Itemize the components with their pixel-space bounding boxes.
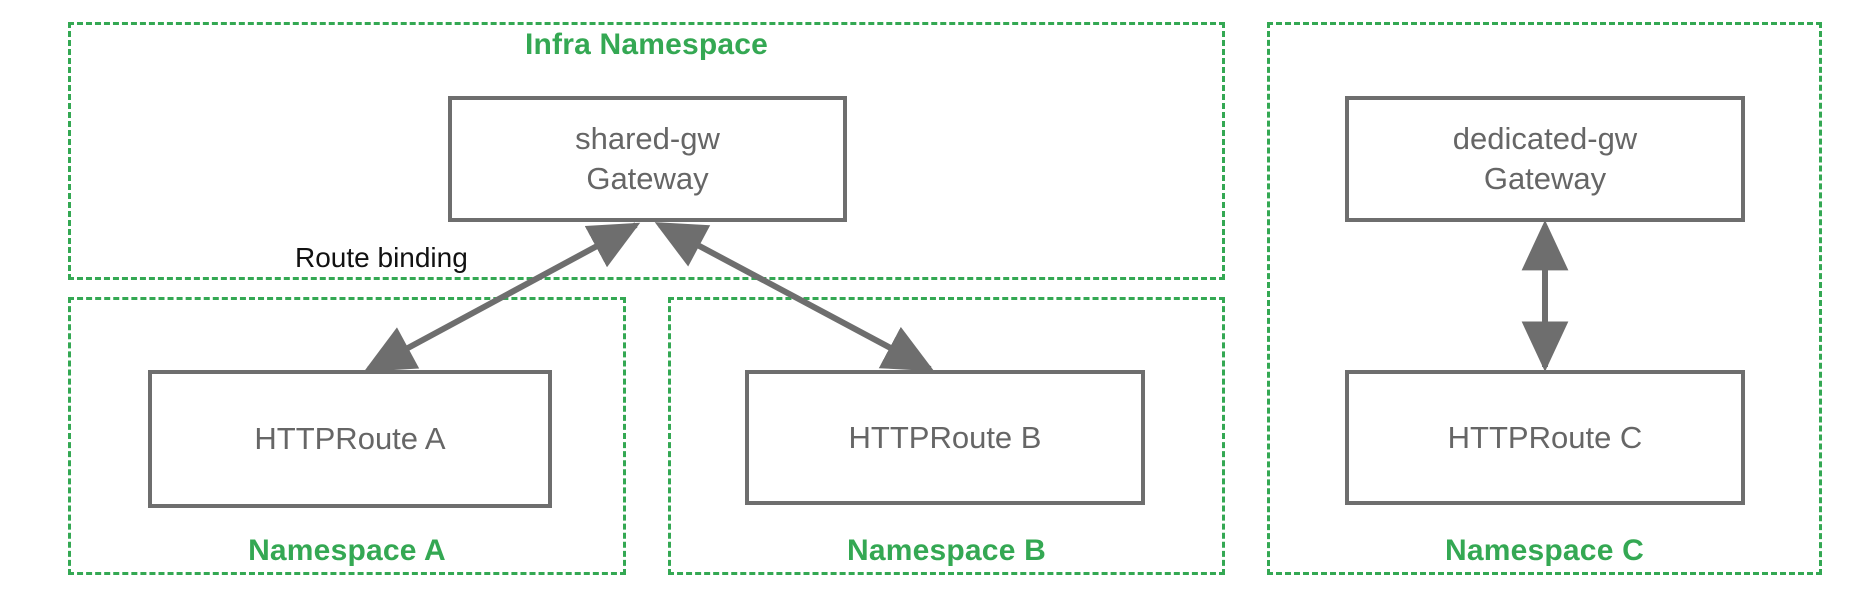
namespace-label-infra: Infra Namespace [524, 28, 769, 61]
resource-name-httproute-c: HTTPRoute C [1447, 419, 1643, 455]
namespace-label-b: Namespace B [847, 534, 1046, 567]
namespace-label-a: Namespace A [248, 534, 446, 567]
namespace-box-c [1267, 22, 1822, 575]
namespace-box-a [68, 297, 626, 575]
resource-name-httproute-a: HTTPRoute A [254, 421, 446, 457]
resource-name-shared-gw: shared-gw [575, 121, 720, 157]
edge-label-route-binding: Route binding [295, 242, 468, 273]
namespace-label-c: Namespace C [1445, 534, 1644, 567]
namespace-box-infra [68, 22, 1225, 280]
resource-box-shared-gw[interactable]: shared-gw Gateway [448, 96, 847, 222]
resource-box-httproute-b[interactable]: HTTPRoute B [745, 370, 1145, 505]
resource-kind-shared-gw: Gateway [586, 161, 709, 196]
resource-box-httproute-a[interactable]: HTTPRoute A [148, 370, 552, 508]
resource-name-httproute-b: HTTPRoute B [848, 419, 1042, 455]
namespace-box-b [668, 297, 1225, 575]
resource-name-dedicated-gw: dedicated-gw [1452, 121, 1638, 157]
resource-box-httproute-c[interactable]: HTTPRoute C [1345, 370, 1745, 505]
resource-box-dedicated-gw[interactable]: dedicated-gw Gateway [1345, 96, 1745, 222]
resource-kind-dedicated-gw: Gateway [1483, 161, 1607, 196]
